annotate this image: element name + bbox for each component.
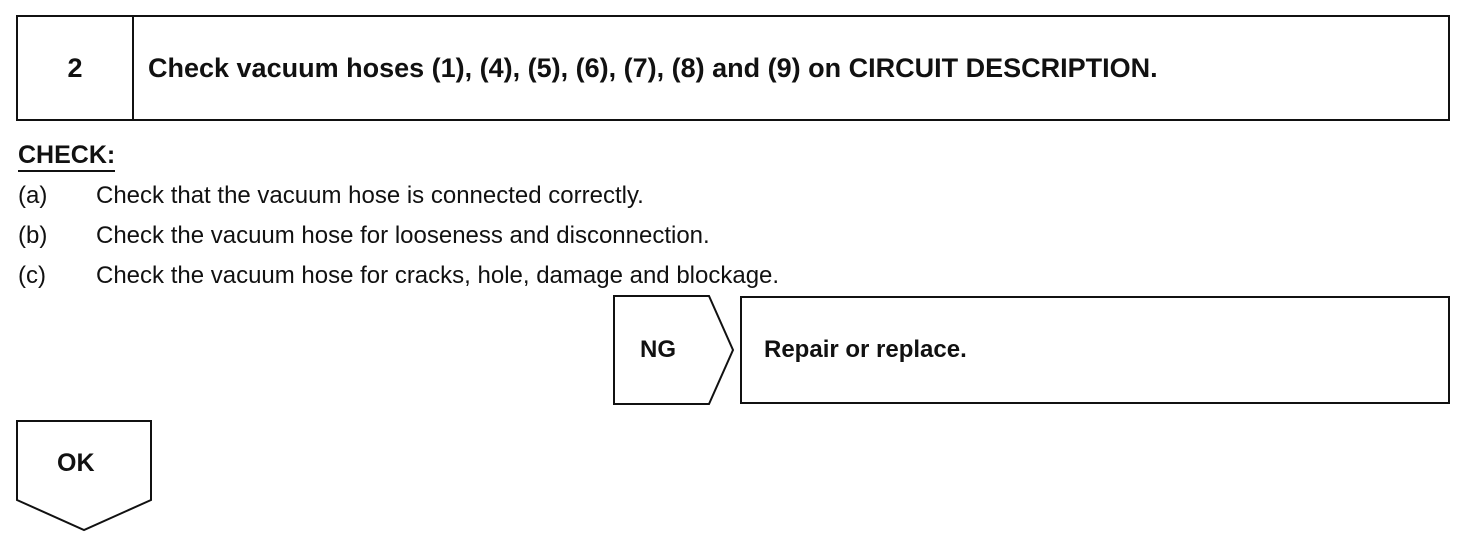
ng-label: NG (640, 336, 676, 363)
check-heading: CHECK: (18, 140, 116, 172)
check-item-a: (a) Check that the vacuum hose is connec… (18, 176, 779, 216)
ng-result-text: Repair or replace. (764, 336, 967, 363)
step-title: Check vacuum hoses (1), (4), (5), (6), (… (148, 52, 1158, 83)
check-list: (a) Check that the vacuum hose is connec… (18, 176, 779, 296)
step-header-box: 2 Check vacuum hoses (1), (4), (5), (6),… (16, 15, 1450, 121)
ok-label: OK (57, 449, 95, 477)
ng-arrow-icon (613, 295, 735, 405)
check-item-letter: (b) (18, 222, 48, 249)
check-item-letter: (a) (18, 182, 48, 209)
step-number: 2 (18, 17, 134, 119)
check-item-text: Check that the vacuum hose is connected … (96, 182, 644, 209)
ng-result-box: Repair or replace. (740, 296, 1450, 404)
check-item-text: Check the vacuum hose for looseness and … (96, 222, 710, 249)
ok-arrow-icon (16, 420, 152, 532)
check-item-c: (c) Check the vacuum hose for cracks, ho… (18, 256, 779, 296)
check-item-letter: (c) (18, 262, 46, 289)
check-item-text: Check the vacuum hose for cracks, hole, … (96, 262, 780, 289)
check-item-b: (b) Check the vacuum hose for looseness … (18, 216, 779, 256)
